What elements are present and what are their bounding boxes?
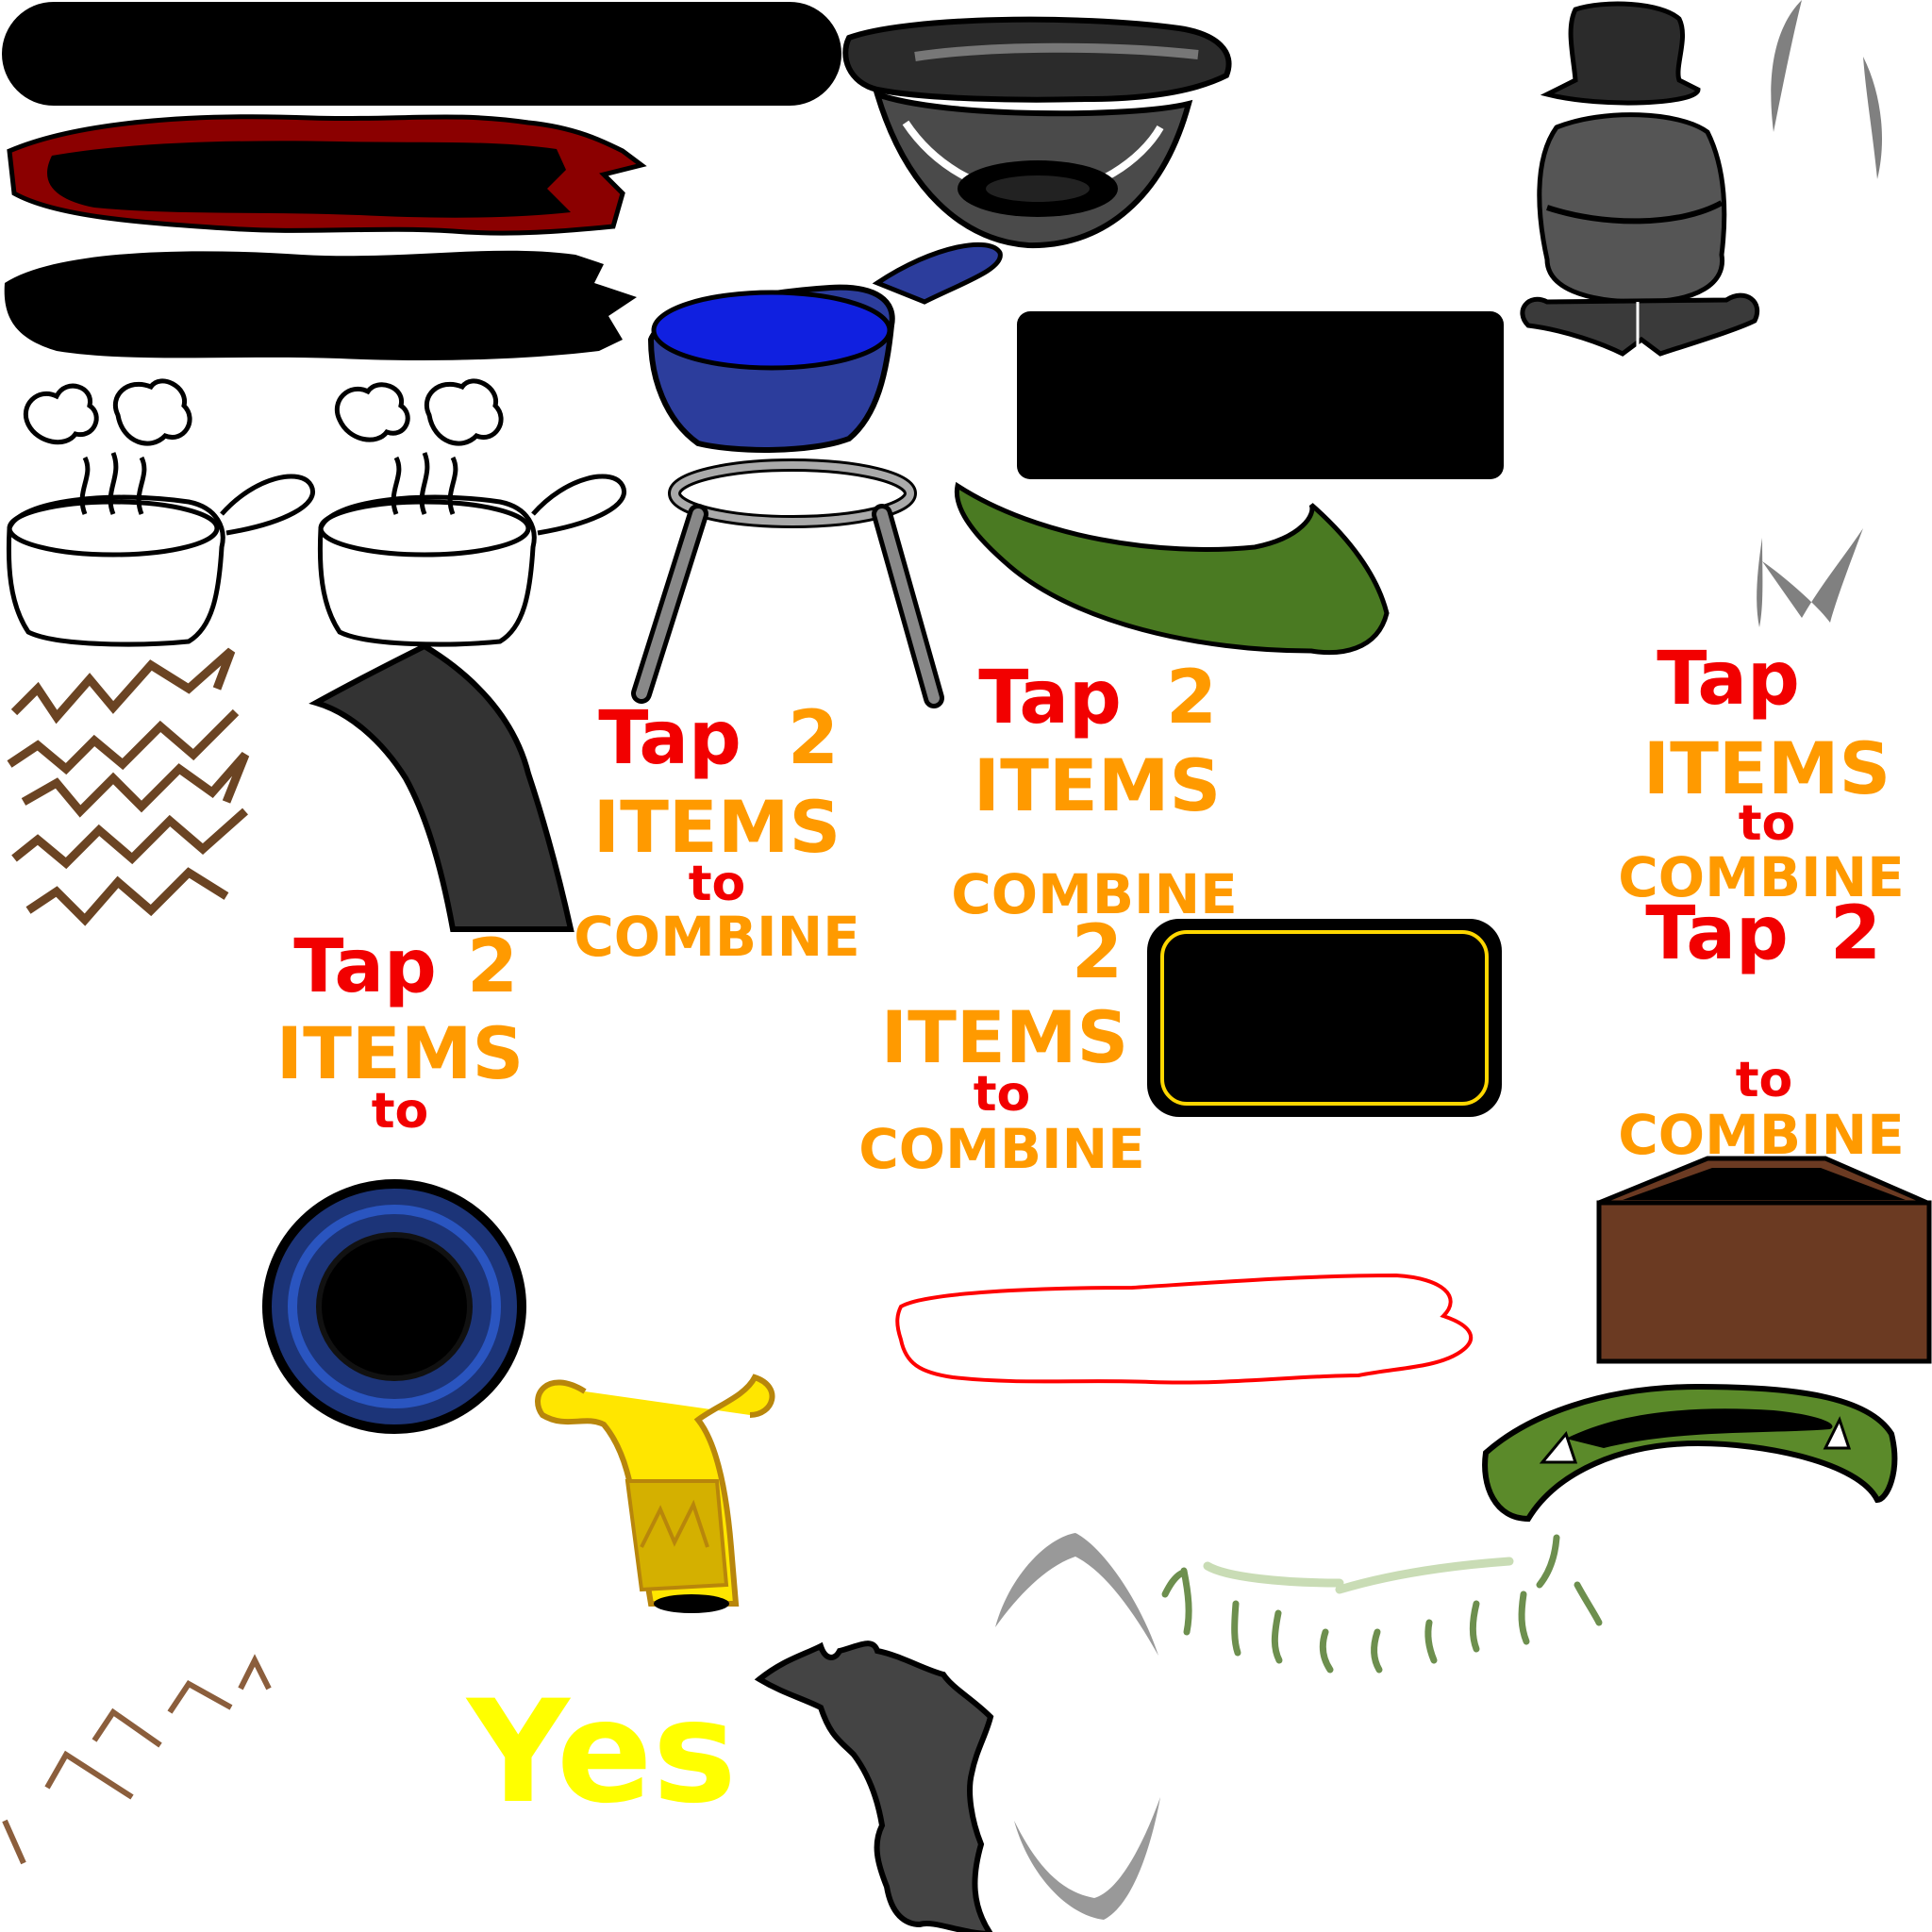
dark-figure xyxy=(1520,1,1760,357)
green-bowl xyxy=(1482,1383,1898,1523)
combine-label: COMBINE xyxy=(1618,1103,1905,1167)
steam-sketches xyxy=(6,378,626,647)
blue-ring xyxy=(262,1179,526,1434)
to-label: to xyxy=(1735,1052,1793,1108)
tripod-stand xyxy=(631,458,944,708)
black-panel xyxy=(1017,311,1504,479)
to-label: to xyxy=(688,856,746,912)
grey-arc xyxy=(995,1533,1160,1920)
to-label: to xyxy=(371,1083,429,1140)
grey-curve-strokes xyxy=(1757,0,1882,627)
items-label: ITEMS xyxy=(973,743,1222,827)
combine-label: COMBINE xyxy=(574,905,860,969)
blue-pot xyxy=(647,242,1003,453)
scribble-zigzags xyxy=(7,647,250,926)
to-label: to xyxy=(1738,795,1796,852)
number-two-label: 2 xyxy=(1071,910,1124,995)
green-leaf xyxy=(954,481,1390,656)
tap-label: Tap xyxy=(1657,637,1800,722)
to-label: to xyxy=(973,1066,1031,1123)
jester-horn xyxy=(535,1374,775,1613)
items-label: ITEMS xyxy=(880,995,1129,1079)
combine-label: COMBINE xyxy=(1618,845,1905,909)
black-bar xyxy=(2,2,841,106)
items-label: ITEMS xyxy=(592,785,841,869)
cauldron xyxy=(842,16,1232,249)
tap-label: Tap xyxy=(978,656,1122,741)
items-label: ITEMS xyxy=(275,1011,525,1095)
black-arc xyxy=(308,642,575,933)
combine-label: COMBINE xyxy=(858,1117,1145,1181)
number-two-label: 2 xyxy=(1165,656,1218,741)
items-label: ITEMS xyxy=(1642,726,1891,810)
yes-label: Yes xyxy=(467,1671,737,1835)
brown-box xyxy=(1596,1156,1932,1364)
tap-label: Tap xyxy=(293,924,437,1009)
tap-label: Tap xyxy=(598,696,741,781)
number-two-label: 2 xyxy=(466,924,519,1009)
combine-label: COMBINE xyxy=(951,862,1238,926)
black-splat xyxy=(4,250,637,361)
black-shard xyxy=(754,1641,994,1932)
bordered-black-panel xyxy=(1147,919,1502,1117)
green-dashes xyxy=(1161,1534,1603,1674)
brown-chevrons xyxy=(2,1654,272,1865)
number-two-label: 2 xyxy=(787,696,840,781)
number-two-label: 2 xyxy=(1829,891,1882,976)
red-outline-splat xyxy=(895,1273,1473,1385)
tap-label: Tap xyxy=(1645,891,1789,976)
red-bordered-splat xyxy=(7,114,647,236)
